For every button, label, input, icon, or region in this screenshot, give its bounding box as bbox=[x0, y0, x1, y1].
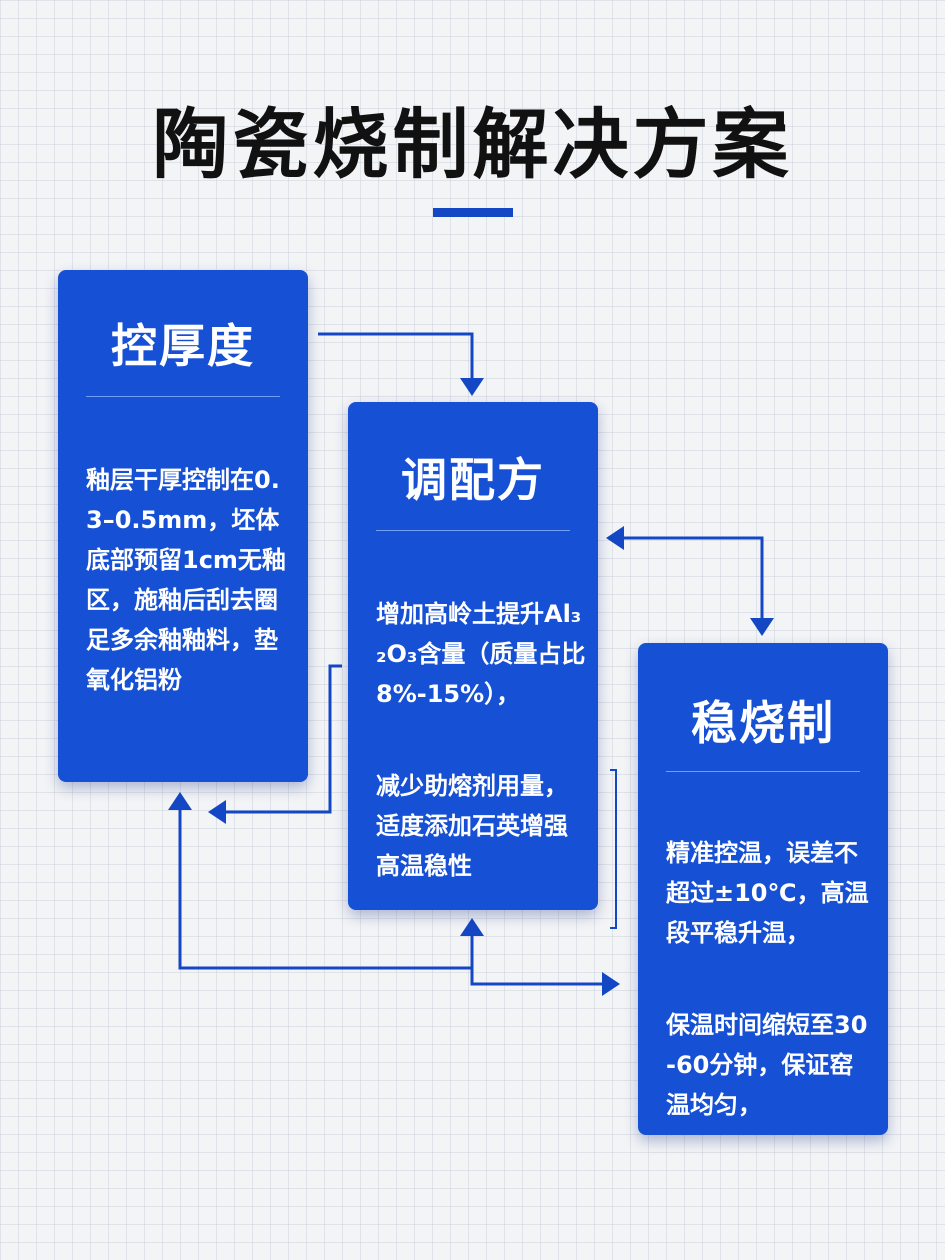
card-text: 增加高岭土提升Al₃₂O₃含量（质量占比8%-15%）， bbox=[376, 600, 586, 708]
card-text: 精准控温，误差不超过±10℃，高温段平稳升温， bbox=[666, 839, 869, 947]
card-stable-firing: 稳烧制 精准控温，误差不超过±10℃，高温段平稳升温， 保温时间缩短至30-60… bbox=[638, 643, 888, 1135]
card-title: 调配方 bbox=[401, 453, 545, 507]
page-title: 陶瓷烧制解决方案 bbox=[152, 100, 793, 189]
card-title: 控厚度 bbox=[111, 319, 255, 373]
connector-recipe-to-firing bbox=[622, 536, 764, 620]
card-divider bbox=[86, 396, 280, 397]
title-underline bbox=[433, 208, 513, 217]
card-body: 精准控温，误差不超过±10℃，高温段平稳升温， 保温时间缩短至30-60分钟，保… bbox=[666, 793, 872, 1177]
card-title: 稳烧制 bbox=[691, 696, 835, 750]
card-body: 釉层干厚控制在0.3–0.5mm，坯体底部预留1cm无釉区，施釉后刮去圈足多余釉… bbox=[86, 420, 292, 752]
connector-recipe-to-thickness bbox=[222, 664, 342, 814]
connector-bracket bbox=[610, 769, 617, 929]
card-divider bbox=[666, 771, 860, 772]
card-divider bbox=[376, 530, 570, 531]
card-text: 保温时间缩短至30-60分钟，保证窑温均匀， bbox=[666, 1011, 868, 1119]
connector-bottom-loop bbox=[470, 934, 602, 986]
card-text: 釉层干厚控制在0.3–0.5mm，坯体底部预留1cm无釉区，施釉后刮去圈足多余釉… bbox=[86, 466, 286, 694]
card-body: 增加高岭土提升Al₃₂O₃含量（质量占比8%-15%）， 减少助熔剂用量，适度添… bbox=[376, 554, 586, 938]
connector-thickness-to-recipe bbox=[318, 332, 474, 384]
card-adjust-recipe: 调配方 增加高岭土提升Al₃₂O₃含量（质量占比8%-15%）， 减少助熔剂用量… bbox=[348, 402, 598, 910]
card-text: 减少助熔剂用量，适度添加石英增强高温稳性 bbox=[376, 772, 568, 880]
connector-bottom-to-thickness bbox=[178, 808, 472, 970]
card-thickness-control: 控厚度 釉层干厚控制在0.3–0.5mm，坯体底部预留1cm无釉区，施釉后刮去圈… bbox=[58, 270, 308, 782]
